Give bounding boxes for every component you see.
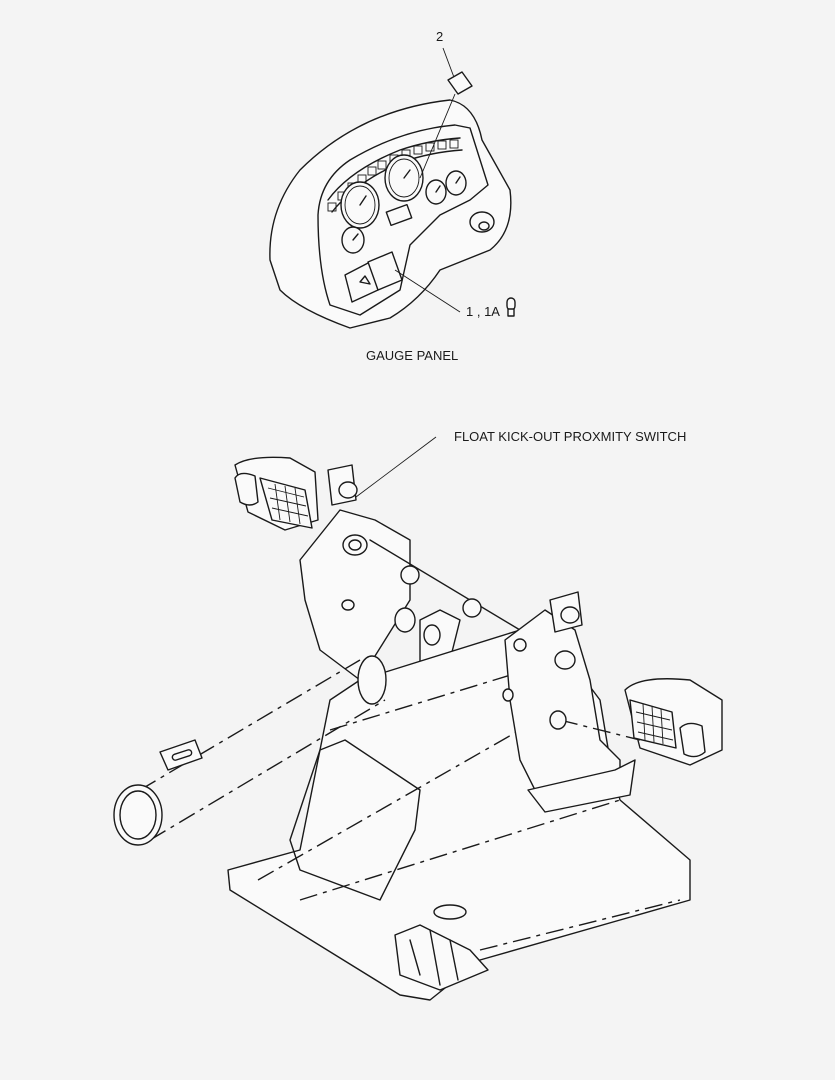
gauge-panel-drawing [269,47,512,329]
right-work-lamp [624,678,723,766]
float-switch-callout: FLOAT KICK-OUT PROXMITY SWITCH [454,429,687,444]
frame-assembly-drawing [113,436,723,1001]
callout-item-1-1a: 1 , 1A [466,304,500,319]
axle-tube [113,655,387,846]
left-work-lamp [234,456,319,531]
bulb-icon [506,297,516,317]
gauge-panel-caption: GAUGE PANEL [366,348,459,363]
callout-item-2: 2 [436,29,444,44]
